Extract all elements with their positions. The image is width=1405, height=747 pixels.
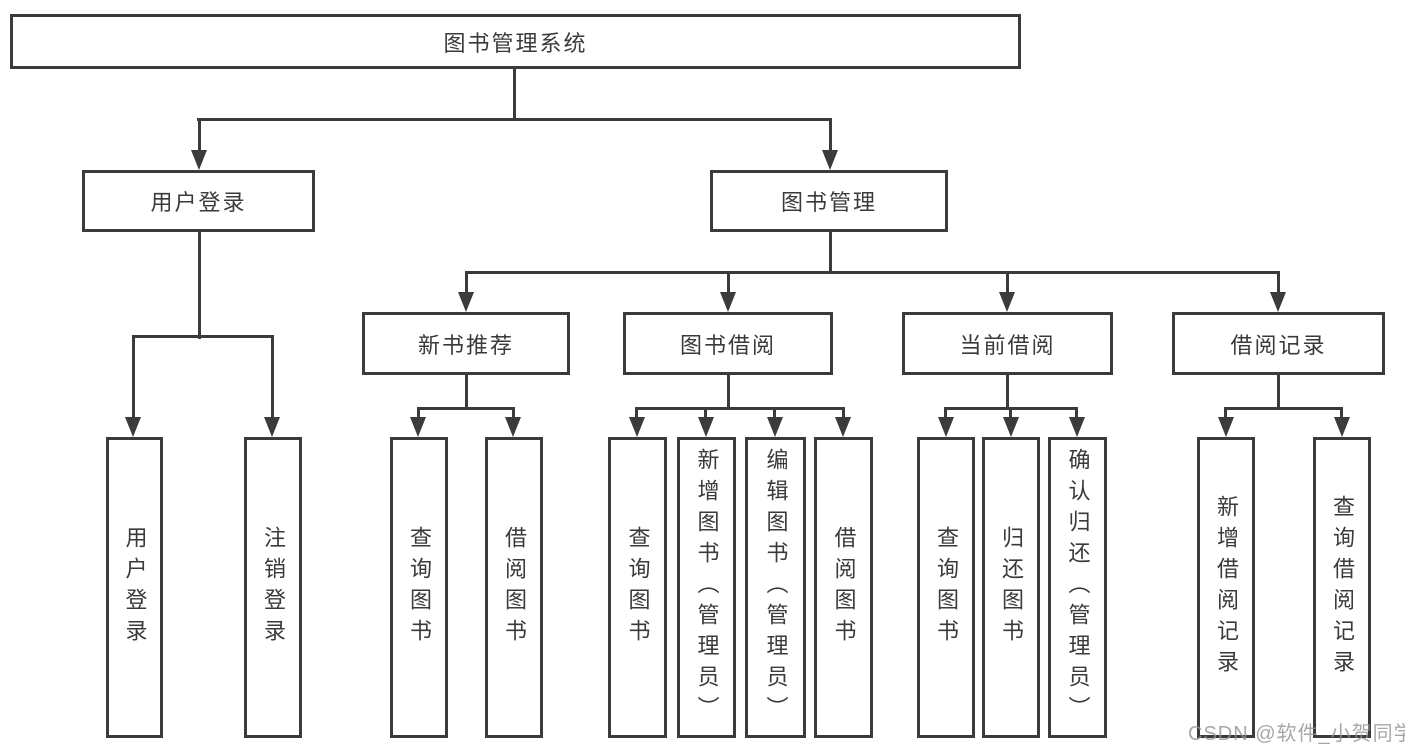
connector-line	[829, 232, 832, 274]
leaf-query-books-current: 查询图书	[917, 437, 975, 738]
arrow-down-icon	[938, 417, 954, 437]
leaf-query-books-recommend: 查询图书	[390, 437, 448, 738]
node-root: 图书管理系统	[10, 14, 1021, 69]
connector-line	[512, 407, 515, 420]
arrow-down-icon	[458, 292, 474, 312]
leaf-query-books-borrow: 查询图书	[608, 437, 667, 738]
arrow-down-icon	[629, 417, 645, 437]
connector-line	[1340, 407, 1343, 420]
node-user-login: 用户登录	[82, 170, 315, 232]
node-borrow-records: 借阅记录	[1172, 312, 1385, 375]
arrow-down-icon	[835, 417, 851, 437]
connector-line	[198, 118, 201, 152]
arrow-down-icon	[191, 150, 207, 170]
node-current-borrow: 当前借阅	[902, 312, 1113, 375]
connector-line	[1009, 407, 1012, 420]
connector-line	[197, 118, 832, 121]
arrow-down-icon	[822, 150, 838, 170]
leaf-edit-book-admin: 编辑图书（管理员）	[745, 437, 806, 738]
connector-line	[829, 118, 832, 152]
connector-line	[417, 407, 420, 420]
arrow-down-icon	[698, 417, 714, 437]
arrow-down-icon	[1270, 292, 1286, 312]
connector-line	[635, 407, 845, 410]
arrow-down-icon	[767, 417, 783, 437]
connector-line	[271, 335, 274, 419]
connector-line	[635, 407, 638, 420]
connector-line	[1006, 375, 1009, 410]
connector-line	[417, 407, 515, 410]
connector-line	[1224, 407, 1343, 410]
arrow-down-icon	[125, 417, 141, 437]
leaf-add-borrow-record: 新增借阅记录	[1197, 437, 1255, 738]
arrow-down-icon	[1218, 417, 1234, 437]
arrow-down-icon	[1069, 417, 1085, 437]
connector-line	[132, 335, 274, 338]
connector-line	[704, 407, 707, 420]
leaf-borrow-books: 借阅图书	[814, 437, 873, 738]
connector-line	[1075, 407, 1078, 420]
arrow-down-icon	[505, 417, 521, 437]
connector-line	[1006, 271, 1009, 295]
leaf-return-book: 归还图书	[982, 437, 1040, 738]
connector-line	[465, 375, 468, 410]
arrow-down-icon	[999, 292, 1015, 312]
connector-line	[727, 375, 730, 410]
watermark-text: CSDN @软件_小贺同学	[1188, 723, 1405, 745]
leaf-confirm-return-admin: 确认归还（管理员）	[1048, 437, 1107, 738]
connector-line	[132, 335, 135, 419]
connector-line	[842, 407, 845, 420]
connector-line	[465, 271, 1280, 274]
connector-line	[465, 271, 468, 295]
leaf-borrow-books-recommend: 借阅图书	[485, 437, 543, 738]
arrow-down-icon	[1003, 417, 1019, 437]
arrow-down-icon	[720, 292, 736, 312]
leaf-user-login: 用户登录	[106, 437, 163, 738]
connector-line	[1277, 271, 1280, 295]
node-book-management: 图书管理	[710, 170, 948, 232]
leaf-logout: 注销登录	[244, 437, 302, 738]
connector-line	[773, 407, 776, 420]
connector-line	[944, 407, 947, 420]
connector-line	[727, 271, 730, 295]
node-new-book-recommend: 新书推荐	[362, 312, 570, 375]
leaf-query-borrow-record: 查询借阅记录	[1313, 437, 1371, 738]
connector-line	[1224, 407, 1227, 420]
arrow-down-icon	[1334, 417, 1350, 437]
connector-line	[1277, 375, 1280, 410]
arrow-down-icon	[264, 417, 280, 437]
leaf-add-book-admin: 新增图书（管理员）	[677, 437, 736, 738]
node-book-borrow: 图书借阅	[623, 312, 833, 375]
connector-line	[198, 232, 201, 339]
connector-line	[513, 68, 516, 121]
arrow-down-icon	[410, 417, 426, 437]
